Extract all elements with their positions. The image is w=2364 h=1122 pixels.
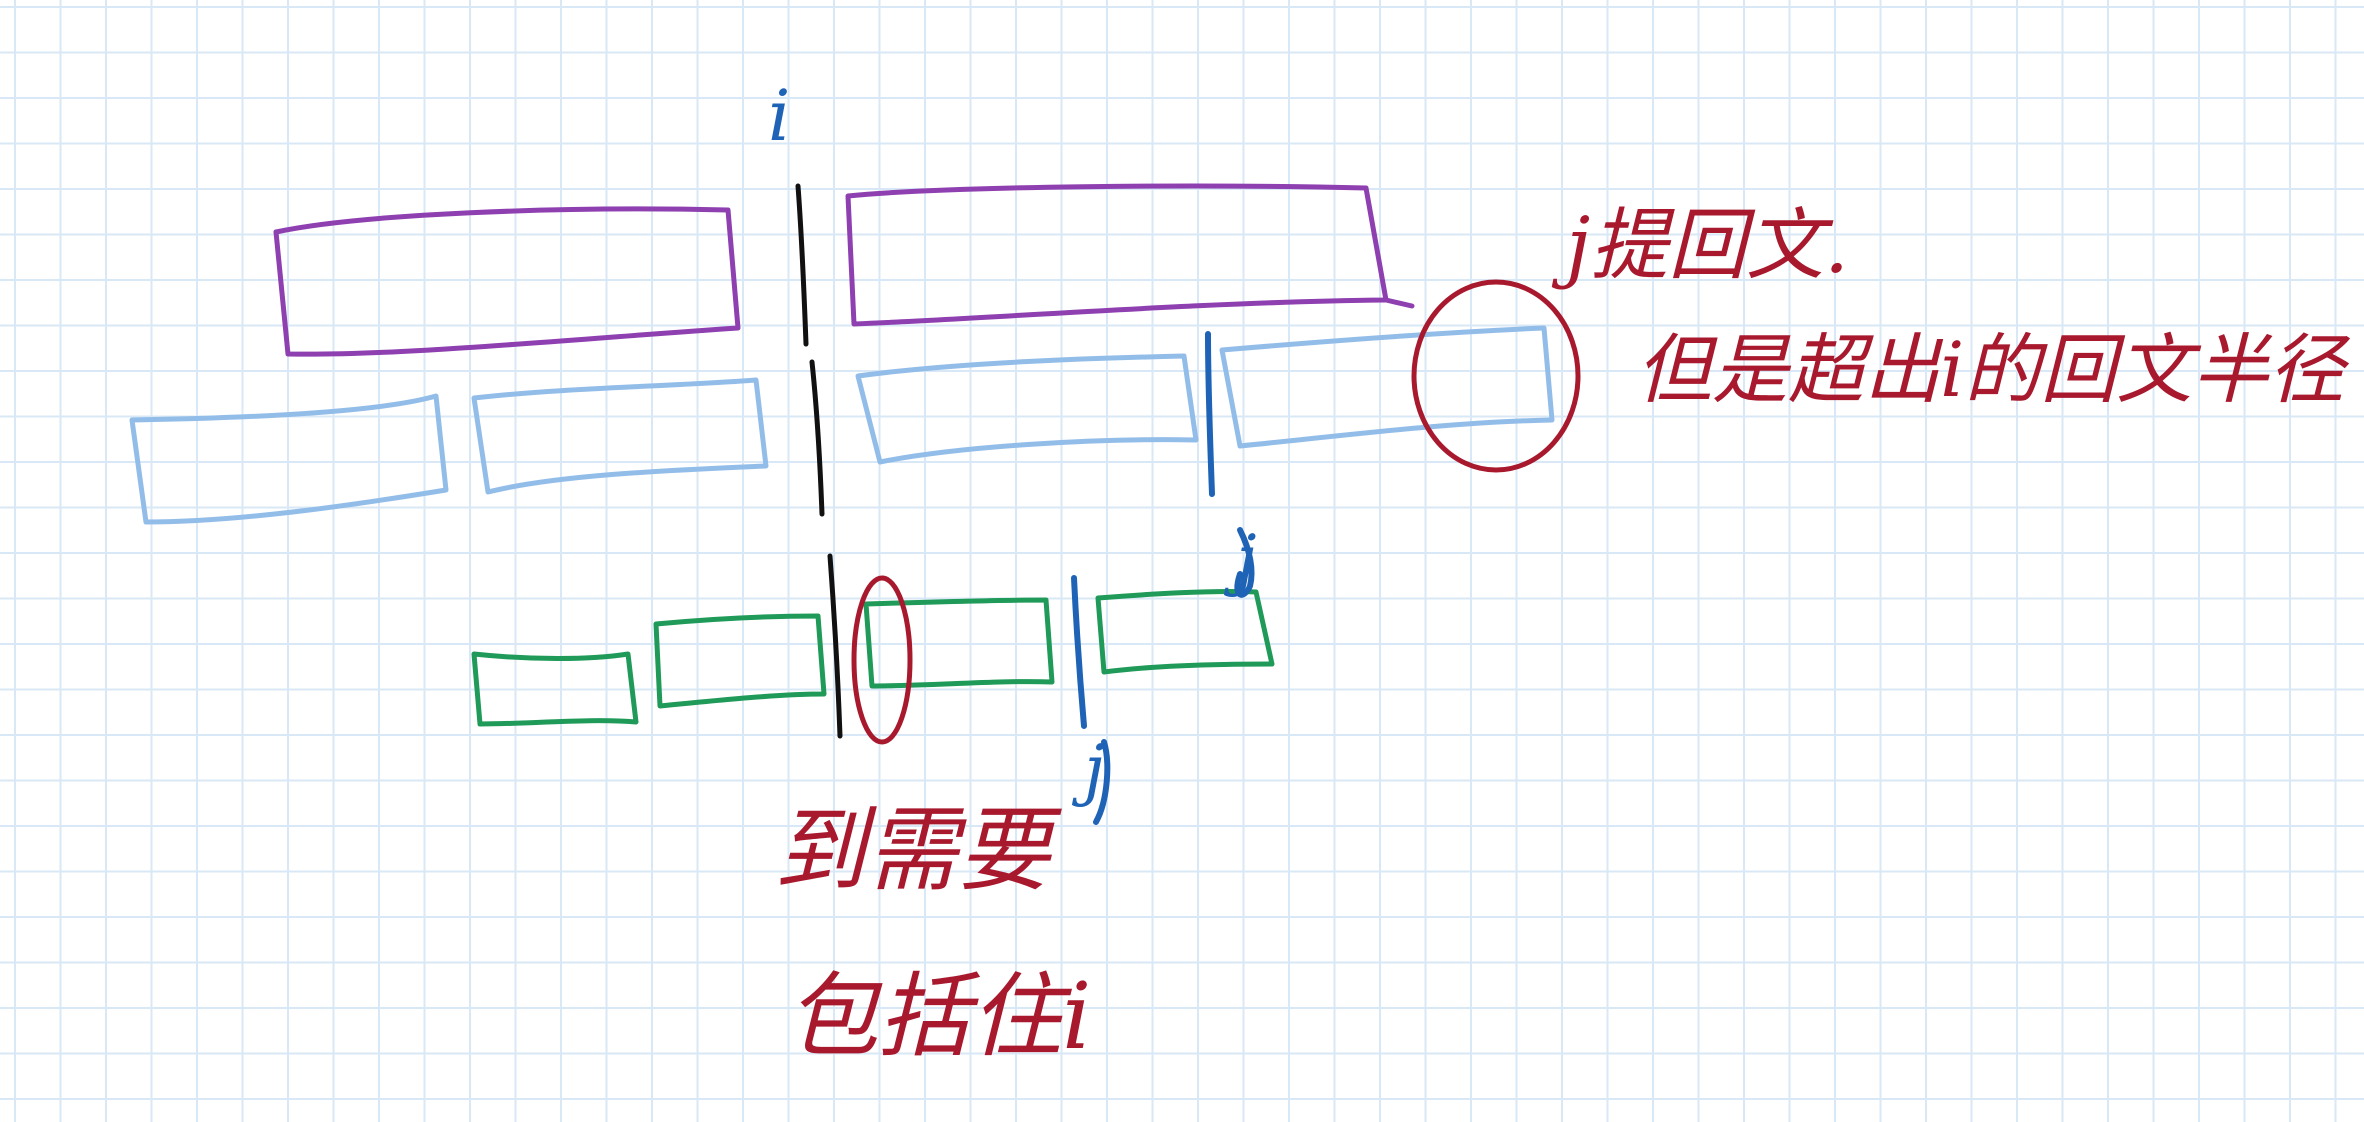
purple-rect-left [273,206,741,357]
note-top-line1: j提回文. [1551,201,1849,291]
red-circles [851,279,1581,745]
note-bottom-line1: 到需要 [774,797,1062,904]
black-line-low [827,553,843,739]
purple-rect-right [845,183,1389,327]
green-segments [471,588,1275,727]
blue-line-j-low [1071,575,1087,729]
label-i-top: i [768,75,790,157]
green-rect-1 [471,651,639,727]
green-rect-3 [863,597,1055,689]
black-line-mid [809,359,825,517]
black-line-top [795,183,809,347]
purple-tail [1383,297,1415,309]
label-j-mid: j [1223,521,1256,598]
purple-segments [273,183,1415,357]
blue-line-j-top [1205,331,1215,497]
red-ellipse-small [851,575,913,745]
green-rect-4 [1095,588,1275,675]
note-top-line2: 但是超出i的回文半径 [1636,325,2350,414]
light-blue-segments [129,325,1555,525]
blue-j-hook-top [1234,527,1255,598]
blue-marker-lines [1071,331,1255,825]
blue-rect-1 [129,393,449,525]
blue-rect-4 [1219,325,1555,449]
label-j-low: j [1071,731,1104,808]
black-center-line [795,183,843,739]
blue-rect-3 [855,353,1199,465]
green-rect-2 [653,613,827,709]
red-ellipse-large [1411,279,1581,473]
note-bottom-line2: 包括住i [786,963,1091,1070]
blue-j-hook-low [1093,739,1111,825]
blue-rect-2 [471,377,769,495]
